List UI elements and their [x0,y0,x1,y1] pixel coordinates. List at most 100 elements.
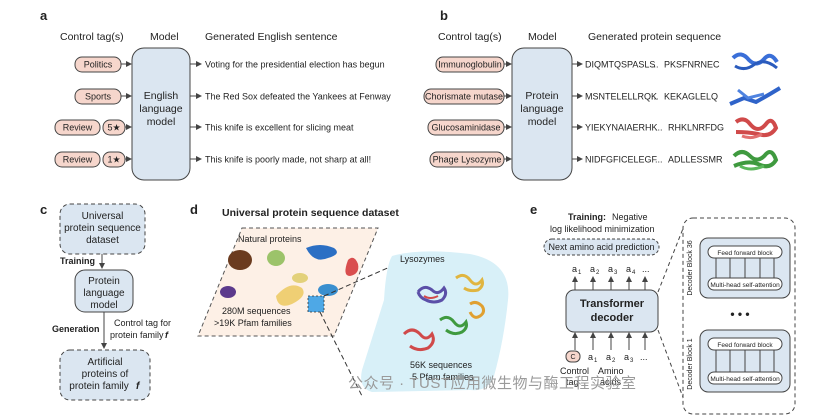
protein-model-line3: model [528,116,557,128]
lysozyme-structure-4 [402,328,435,352]
c-box3-line2: proteins of [82,369,129,380]
sentence-4: This knife is poorly made, not sharp at … [205,155,371,165]
e-out-4: a [626,264,631,274]
c-box3-line3: protein family [69,381,128,392]
tag-review-1 [54,151,101,168]
e-amino-label-2: acids [600,377,622,387]
next-amino-acid-box [543,238,660,256]
panel-a-col-tags: Control tag(s) [60,31,124,43]
blob-brown [228,250,252,270]
panel-d: d Universal protein sequence dataset Nat… [190,202,509,397]
c-step-training: Training [60,256,95,266]
protein-structure-4 [732,150,779,171]
c-step-generation: Generation [52,324,100,334]
protein-structure-3 [734,117,779,140]
panel-b-letter: b [440,8,448,23]
c-box1-line2: protein sequence [64,223,141,234]
sentence-1: Voting for the presidential election has… [205,60,385,70]
e-control-label-2: tag [566,377,579,387]
panel-c-letter: c [40,202,47,217]
star-5-label: 5★ [107,123,120,133]
lysozyme-structure-1 [416,285,448,304]
e-out-2: a [590,264,595,274]
blob-red [345,257,359,276]
c-side-note-2: protein family [110,330,164,340]
seq-1-ellipsis: ... [651,60,659,70]
english-model-line2: language [139,103,182,115]
panel-b: b Control tag(s) Model Generated protein… [423,8,782,181]
tag-chorismate-label: Chorismate mutase [425,92,503,102]
e-out-5: ... [642,264,650,274]
panel-d-letter: d [190,202,198,217]
e-in-2: a [606,352,611,362]
e-in-2-sub: 2 [612,358,616,364]
c-box2-line1: Protein [88,276,120,287]
tag-politics-label: Politics [84,60,113,70]
seq-4-end: ADLLESSMR [668,155,723,165]
seq-2-start: MSNTELELLRQK [585,92,657,102]
e-control-c: C [570,354,575,361]
e-ff-bottom: Feed forward block [717,342,773,349]
tag-sports-label: Sports [85,92,112,102]
blob-purple [220,286,236,298]
e-out-3: a [608,264,613,274]
e-out-1: a [572,264,577,274]
c-box3-f: f [136,381,141,392]
panel-b-col-tags: Control tag(s) [438,31,502,43]
english-model-line1: English [144,90,179,102]
panel-a-letter: a [40,8,48,23]
e-mha-bottom: Multi-head self-attention [710,376,780,383]
sentence-2: The Red Sox defeated the Yankees at Fenw… [205,92,391,102]
seq-3-ellipsis: ... [655,123,663,133]
sentence-3: This knife is excellent for slicing meat [205,123,354,133]
panel-e: e Training: Negative log likelihood mini… [530,202,796,415]
e-out-1-sub: 1 [578,270,582,276]
english-model-line3: model [147,116,176,128]
transformer-decoder-box [565,289,659,333]
e-block-bottom-label: Decoder Block 1 [687,338,694,389]
e-in-3-sub: 3 [630,358,634,364]
e-training-bold: Training: [568,212,606,222]
e-in-1-sub: 1 [594,358,598,364]
e-in-4: ... [640,352,648,362]
panel-a: a Control tag(s) Model Generated English… [40,8,391,181]
panel-e-letter: e [530,202,537,217]
lys-stats-1: 56K sequences [410,360,473,370]
protein-model-line1: Protein [525,90,558,102]
c-side-note-f: f [165,330,169,340]
e-mha-top: Multi-head self-attention [710,282,780,289]
tag-review-1-label: Review [63,155,93,165]
seq-1-end: PKSFNRNEC [664,60,720,70]
star-1-label: 1★ [107,155,120,165]
seq-3-start: YIEKYNAIAERHK [585,123,658,133]
e-in-3: a [624,352,629,362]
lysozymes-region [361,251,509,392]
c-box1-line1: Universal [82,211,124,222]
e-block-top-label: Decoder Block 36 [687,240,694,295]
e-in-1: a [588,352,593,362]
lysozyme-structure-3 [468,300,486,319]
blob-yellow [276,285,304,306]
panel-c: c Universal protein sequence dataset Tra… [40,202,171,401]
english-model-box [131,47,191,181]
protein-structure-1 [731,52,779,71]
lys-stats-2: 5 Pfam families [412,372,474,382]
e-out-2-sub: 2 [596,270,600,276]
e-next-pred: Next amino acid prediction [548,242,654,252]
e-decoder-line1: Transformer [580,298,645,310]
watermark: 公众号 · TUST应用微生物与酶工程实验室 [348,375,637,392]
seq-3-end: RHKLNRFDG [668,123,724,133]
e-control-token [565,350,581,363]
natural-stats-2: >19K Pfam families [214,318,292,328]
e-training-line2: log likelihood minimization [550,224,655,234]
blob-blue [306,245,337,260]
panel-b-col-output: Generated protein sequence [588,31,721,43]
panel-b-col-model: Model [528,31,557,43]
e-out-3-sub: 3 [614,270,618,276]
blob-yellow-small [292,273,308,283]
panel-a-col-model: Model [150,31,179,43]
panel-d-title: Universal protein sequence dataset [222,207,399,219]
lysozymes-label: Lysozymes [400,254,445,264]
universal-dataset-box [59,203,146,255]
blob-green [267,250,285,266]
